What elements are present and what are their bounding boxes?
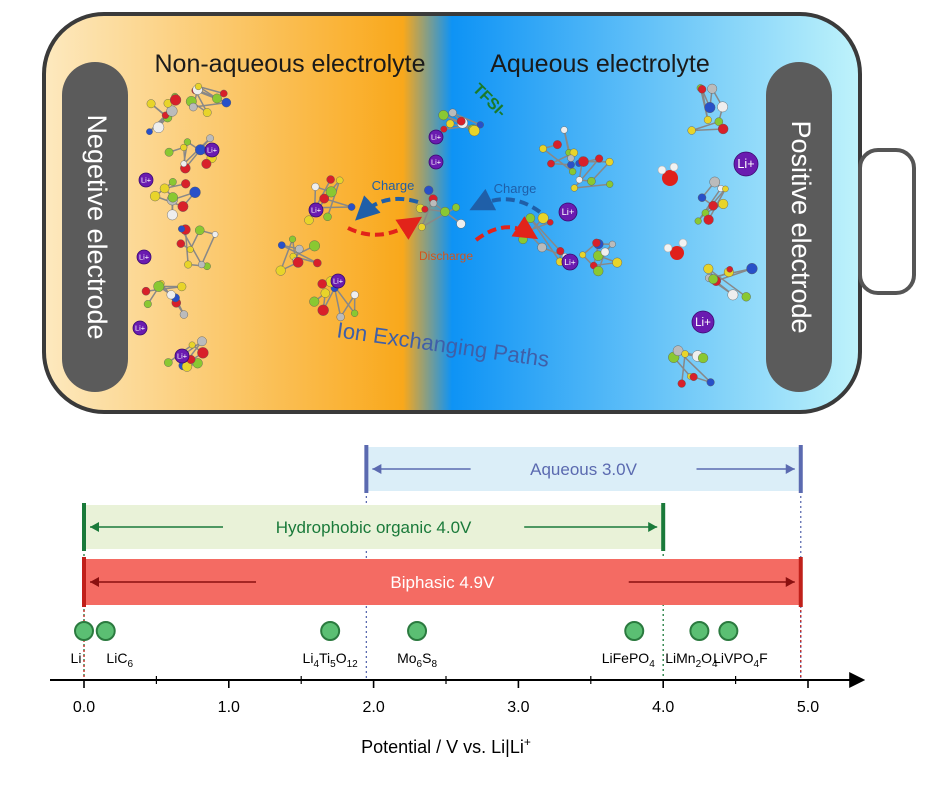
negative-electrode — [62, 62, 128, 392]
lithium-ion-icon: Li+ — [308, 202, 324, 218]
lithium-ion-icon: Li+ — [204, 142, 220, 158]
axis-tick-label: 5.0 — [797, 699, 819, 716]
material-label: LiVPO4F — [713, 650, 768, 670]
material-marker: Li — [71, 621, 94, 666]
discharge-label: Discharge — [419, 249, 473, 263]
lithium-ion-icon: Li+ — [691, 310, 715, 334]
molecule-cluster-icon — [668, 345, 715, 388]
material-label: LiMn2O4 — [665, 650, 718, 670]
potential-window: Hydrophobic organic 4.0V — [82, 503, 666, 551]
positive-electrode — [766, 62, 832, 392]
svg-text:Li+: Li+ — [139, 252, 149, 261]
svg-text:Li+: Li+ — [135, 323, 145, 332]
lithium-ion-icon: Li+ — [330, 273, 346, 289]
svg-text:Li+: Li+ — [141, 175, 151, 184]
lithium-ion-icon: Li+ — [558, 202, 578, 222]
potential-axis: 0.0 1.0 2.0 3.0 4.0 5.0 — [50, 672, 866, 716]
svg-text:Li+: Li+ — [431, 157, 441, 166]
molecule-cluster-icon — [687, 83, 729, 135]
molecule-cluster-icon — [438, 108, 484, 137]
molecule-cluster-icon — [141, 280, 189, 319]
axis-tick-label: 4.0 — [652, 699, 674, 716]
material-marker: LiMn2O4 — [665, 621, 718, 670]
molecule-cluster-icon — [579, 238, 623, 277]
axis-tick-label: 1.0 — [218, 699, 240, 716]
molecule-cluster-icon — [275, 235, 322, 276]
material-label: LiFePO4 — [602, 650, 655, 670]
molecule-cluster-icon — [185, 82, 232, 117]
material-marker: LiVPO4F — [713, 621, 768, 670]
discharge-arrow-right — [474, 216, 539, 242]
axis-title: Potential / V vs. Li|Li+ — [361, 735, 531, 757]
potential-window: Aqueous 3.0V — [364, 445, 803, 493]
svg-text:Li+: Li+ — [333, 276, 343, 285]
potential-window: Biphasic 4.9V — [82, 557, 803, 607]
molecule-illustrations: Li+ Li+ Li+ Li+ Li+ Li+ Li+ Li+ Li+ Li+ Li+ Li+ Li+ — [132, 82, 759, 388]
lithium-ion-icon: Li+ — [138, 172, 154, 188]
water-molecule-icon — [657, 162, 688, 260]
lithium-ion-icon: Li+ — [733, 151, 759, 177]
nonaqueous-electrolyte-title: Non-aqueous electrolyte — [155, 50, 426, 78]
svg-text:Li+: Li+ — [431, 132, 441, 141]
discharge-arrow-left — [347, 216, 423, 240]
material-label: Li — [71, 650, 82, 666]
material-label: Mo6S8 — [397, 650, 437, 670]
molecule-cluster-icon — [176, 224, 219, 271]
battery-terminal — [858, 148, 916, 295]
axis-tick-label: 2.0 — [362, 699, 384, 716]
molecule-cluster-icon — [694, 176, 729, 225]
svg-text:Li+: Li+ — [177, 351, 187, 360]
material-marker: LiC6 — [95, 621, 133, 670]
electrode-materials: Li LiC6 Li4Ti5O12 Mo6S8 LiFePO4 LiMn2O4LiVPO4… — [71, 621, 768, 670]
aqueous-electrolyte-title: Aqueous electrolyte — [490, 50, 710, 78]
lithium-ion-icon: Li+ — [132, 320, 148, 336]
molecule-cluster-icon — [570, 154, 614, 192]
material-marker: LiFePO4 — [602, 621, 655, 670]
svg-text:Li+: Li+ — [695, 317, 711, 329]
svg-text:Li+: Li+ — [311, 205, 321, 214]
molecule-cluster-icon — [146, 92, 182, 135]
charge-label-left: Charge — [372, 178, 415, 193]
battery-cell: Negetive electrode Positive electrode No… — [42, 12, 916, 414]
material-marker: Li4Ti5O12 — [303, 621, 359, 670]
material-marker: Mo6S8 — [397, 621, 437, 670]
axis-tick-label: 3.0 — [507, 699, 529, 716]
negative-electrode-label: Negetive electrode — [82, 114, 112, 339]
lithium-ion-icon: Li+ — [136, 249, 152, 265]
charge-label-right: Charge — [494, 181, 537, 196]
window-label: Biphasic 4.9V — [390, 573, 495, 592]
lithium-ion-icon: Li+ — [561, 253, 579, 271]
svg-text:Li+: Li+ — [207, 145, 217, 154]
material-label: LiC6 — [106, 650, 133, 670]
molecule-cluster-icon — [149, 178, 201, 221]
molecule-cluster-icon — [539, 126, 578, 176]
svg-text:Li+: Li+ — [562, 207, 575, 218]
axis-tick-label: 0.0 — [73, 699, 95, 716]
lithium-ion-icon: Li+ — [428, 129, 444, 145]
material-label: Li4Ti5O12 — [303, 650, 359, 670]
charge-arrow-left — [355, 195, 419, 221]
window-label: Aqueous 3.0V — [530, 460, 637, 479]
potential-windows: Aqueous 3.0V Hydrophobic organic 4.0V Biph… — [82, 445, 803, 680]
charge-arrow-right — [469, 188, 542, 214]
window-label: Hydrophobic organic 4.0V — [276, 518, 472, 537]
svg-text:Li+: Li+ — [737, 157, 754, 171]
svg-text:Li+: Li+ — [564, 257, 576, 267]
positive-electrode-label: Positive electrode — [786, 120, 816, 333]
lithium-ion-icon: Li+ — [174, 348, 190, 364]
lithium-ion-icon: Li+ — [428, 154, 444, 170]
molecule-cluster-icon — [703, 263, 758, 302]
